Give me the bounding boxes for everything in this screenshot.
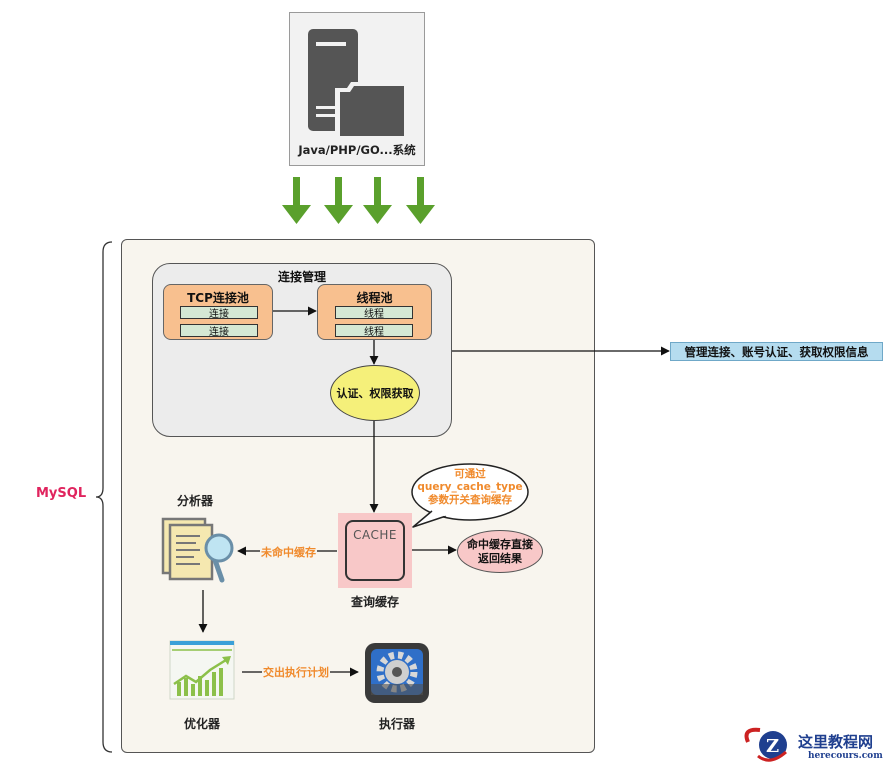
thread-slot: 线程 [335,306,413,320]
down-arrow-icon [282,177,311,224]
tcp-pool-title: TCP连接池 [187,291,249,305]
connection-note: 管理连接、账号认证、获取权限信息 [670,342,883,361]
cache-callout-text: 可通过 query_cache_type 参数开关查询缓存 [410,468,530,507]
hit-result-line: 命中缓存直接 [467,537,533,551]
gear-icon [365,643,429,703]
cache-callout-bubble [411,463,529,528]
cache-miss-label: 未命中缓存 [260,544,317,560]
connection-management-title: 连接管理 [277,270,326,284]
mysql-label: MySQL [36,486,87,501]
executor-label: 执行器 [378,717,415,731]
down-arrow-icon [363,177,392,224]
optimizer-label: 优化器 [183,717,220,731]
thread-pool-title: 线程池 [356,291,393,305]
watermark-title: 这里教程网 [798,733,874,751]
svg-text:Z: Z [766,736,779,757]
auth-permission-node: 认证、权限获取 [330,365,420,421]
watermark-logo-icon: Z [744,727,787,762]
down-arrow-icon [406,177,435,224]
document-magnifier-icon [161,517,234,583]
chart-growth-icon [169,640,235,700]
query-cache-label: 查询缓存 [350,595,399,609]
down-arrow-icon [324,177,353,224]
callout-line: 参数开关查询缓存 [428,494,512,506]
cache-inner-box [345,520,405,581]
callout-line: query_cache_type [417,481,523,493]
watermark-url: herecours.com [808,751,883,761]
execution-plan-label: 交出执行计划 [262,664,330,680]
tcp-connection-slot: 连接 [180,324,258,338]
thread-slot: 线程 [335,324,413,338]
cache-text: CACHE [353,528,397,542]
analyzer-label: 分析器 [176,494,213,508]
down-arrows [282,177,435,224]
server-folder-icon [308,29,404,138]
cache-hit-result: 命中缓存直接 返回结果 [457,530,543,573]
callout-line: 可通过 [454,468,486,480]
hit-result-line: 返回结果 [478,551,522,565]
mysql-brace [95,241,113,753]
tcp-connection-slot: 连接 [180,306,258,320]
client-system-label: Java/PHP/GO...系统 [298,143,416,157]
